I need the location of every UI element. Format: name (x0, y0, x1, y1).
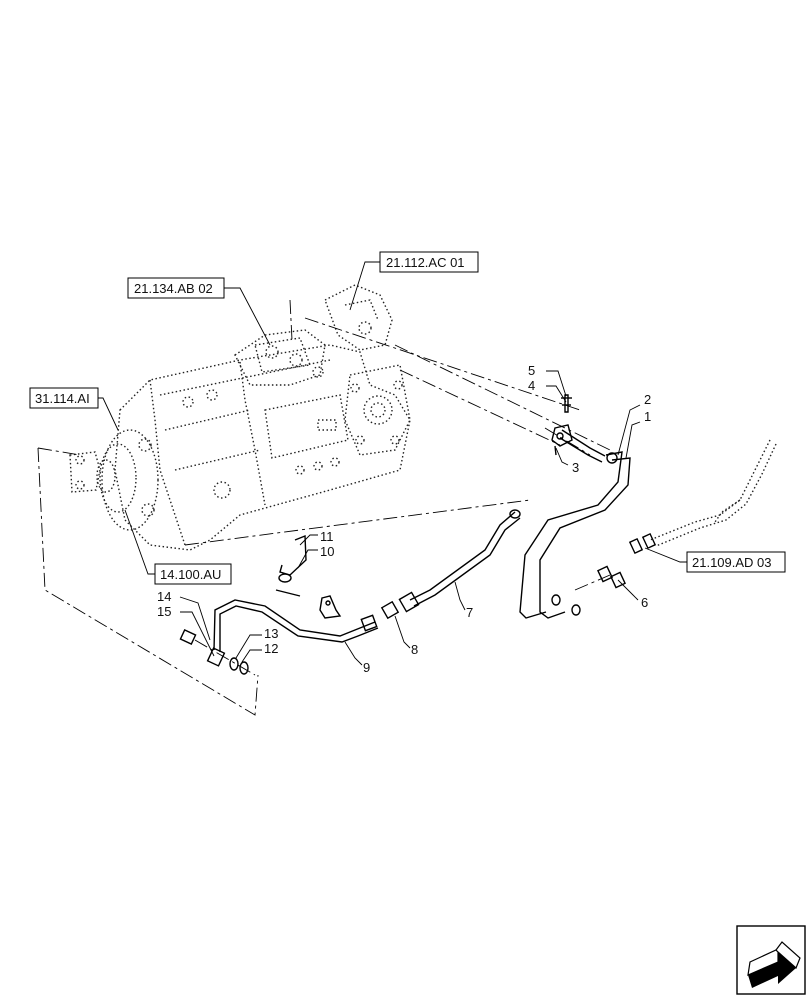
callout-11: 11 (320, 529, 334, 544)
reference-label: 21.109.AD 03 (692, 555, 772, 570)
callout-5: 5 (528, 363, 535, 378)
fitting-8 (380, 591, 420, 620)
callout-8: 8 (411, 642, 418, 657)
callout-2: 2 (644, 392, 651, 407)
callout-3: 3 (572, 460, 579, 475)
fittings-6 (597, 532, 657, 589)
fittings-12-15 (179, 629, 249, 675)
callout-leaders (179, 370, 641, 666)
clamp-10-11 (275, 534, 307, 597)
reference-label: 21.112.AC 01 (386, 255, 465, 270)
reference-label: 14.100.AU (160, 567, 221, 582)
callout-13: 13 (264, 626, 278, 641)
next-page-arrow-icon[interactable] (736, 925, 806, 995)
callout-9: 9 (363, 660, 370, 675)
reference-box-21-134-ab-02[interactable]: 21.134.AB 02 (127, 277, 225, 299)
callout-15: 15 (157, 604, 171, 619)
callout-4: 4 (528, 378, 535, 393)
tube-21-109-ad-03 (649, 439, 777, 547)
callout-14: 14 (157, 589, 171, 604)
callout-12: 12 (264, 641, 278, 656)
reference-leaders (98, 261, 687, 575)
clamp-bracket (319, 595, 342, 619)
callout-10: 10 (320, 544, 334, 559)
reference-label: 21.134.AB 02 (134, 281, 213, 296)
transmission-housing (69, 284, 411, 551)
reference-box-14-100-au[interactable]: 14.100.AU (154, 563, 232, 585)
callout-6: 6 (641, 595, 648, 610)
reference-box-31-114-ai[interactable]: 31.114.AI (29, 387, 99, 409)
callout-7: 7 (466, 605, 473, 620)
callout-1: 1 (644, 409, 651, 424)
reference-box-21-109-ad-03[interactable]: 21.109.AD 03 (686, 551, 786, 573)
tube-7 (409, 509, 521, 607)
reference-label: 31.114.AI (35, 391, 90, 406)
alignment-lines (37, 299, 611, 716)
reference-box-21-112-ac-01[interactable]: 21.112.AC 01 (379, 251, 479, 273)
fitting-3 (551, 424, 573, 456)
fitting-4-5 (561, 394, 572, 413)
tube-9 (213, 599, 379, 652)
